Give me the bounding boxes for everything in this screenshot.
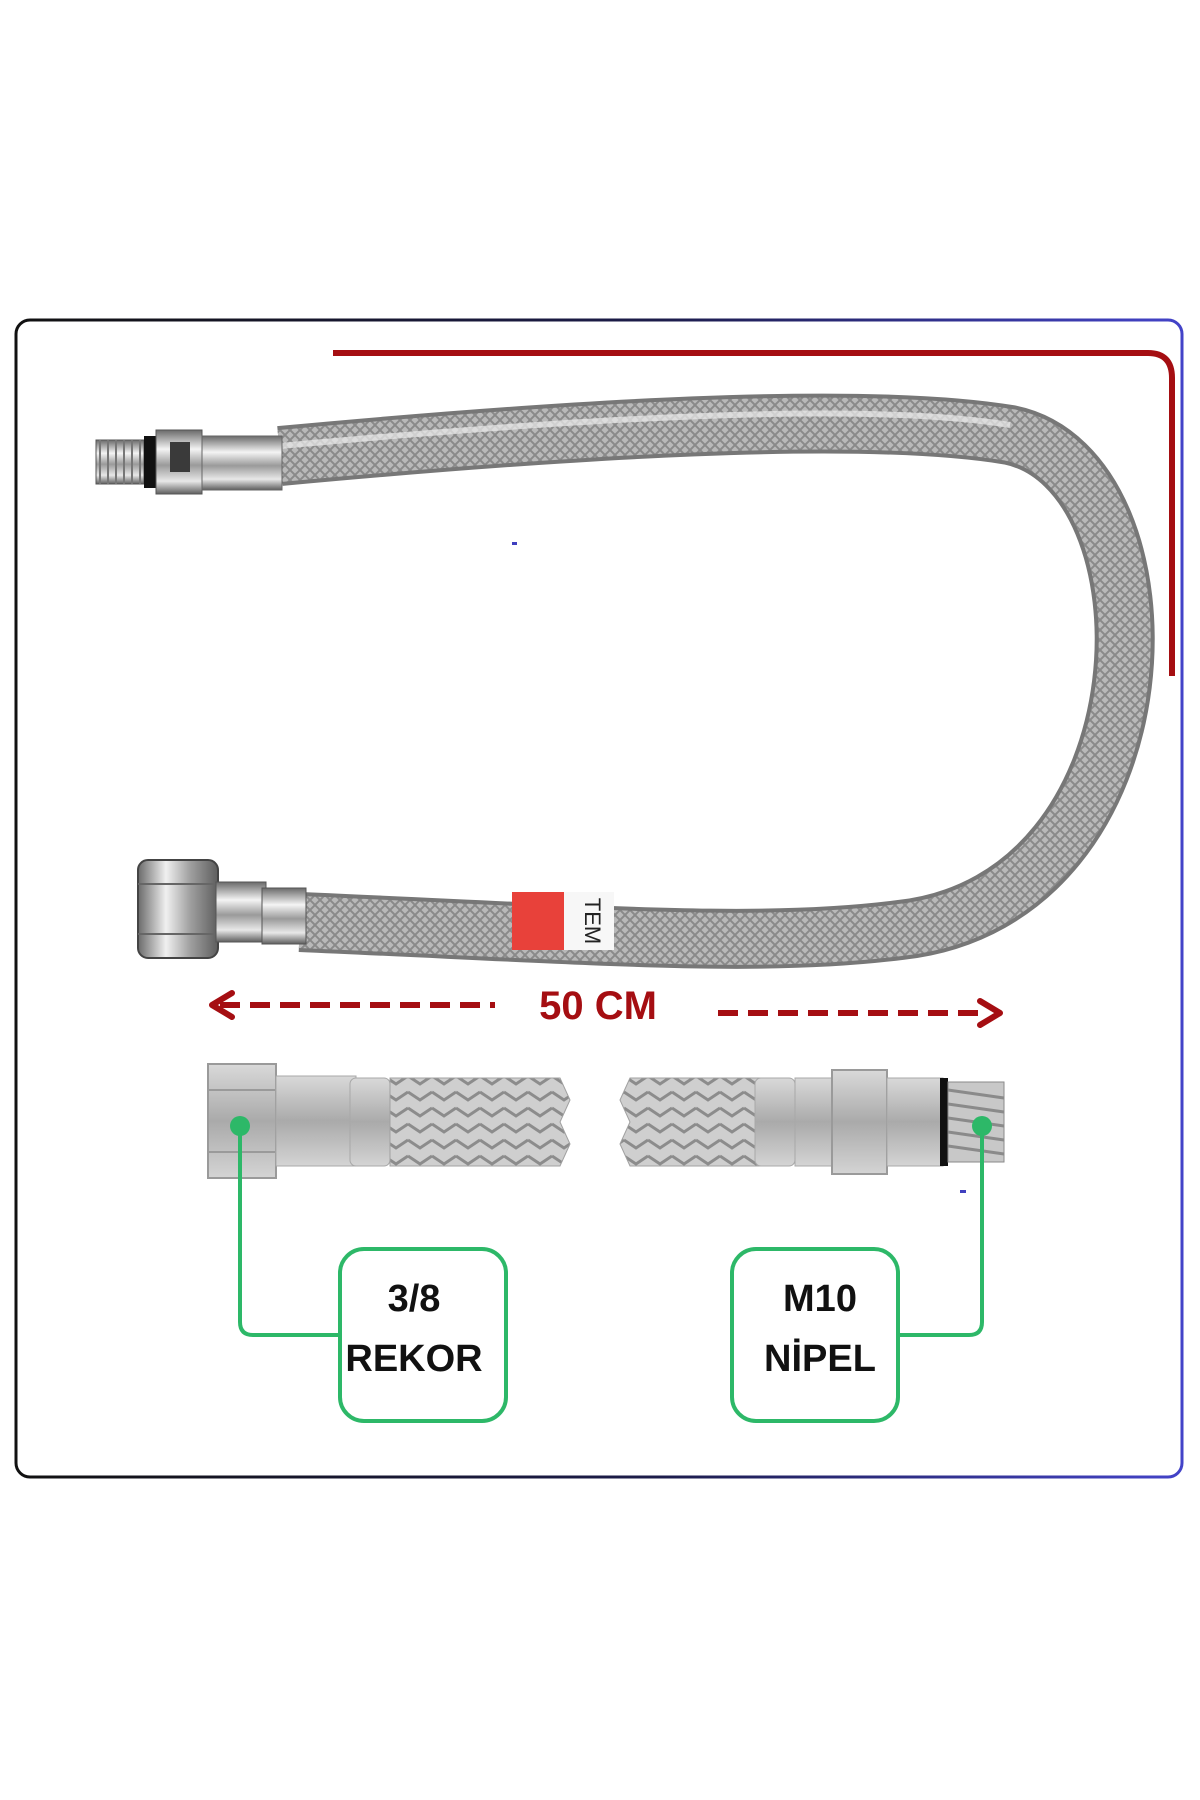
callout-left-line1: 3/8 <box>388 1278 441 1320</box>
callout-right: M10 NİPEL <box>730 1116 992 1423</box>
length-dimension: 50 CM <box>209 984 1003 1028</box>
callout-left-box <box>338 1247 508 1423</box>
callout-right-line1: M10 <box>783 1278 857 1320</box>
arrow-left-icon <box>209 990 235 1020</box>
photo-nipple-fitting <box>95 429 283 495</box>
hose-red-band <box>512 892 564 950</box>
blue-dot <box>512 542 517 545</box>
length-label: 50 CM <box>539 984 657 1028</box>
diagram-hex-right <box>831 1069 888 1175</box>
frame-border <box>14 318 1184 1479</box>
blue-dot <box>960 1190 966 1193</box>
callout-left: 3/8 REKOR <box>230 1116 508 1423</box>
hose-print-text: TEM <box>580 898 605 944</box>
callout-right-line2: NİPEL <box>764 1338 876 1380</box>
red-corner-accent <box>333 350 1175 676</box>
arrow-right-icon <box>977 998 1003 1028</box>
hose-white-label <box>564 892 614 950</box>
callout-right-box <box>730 1247 900 1423</box>
photo-nut-fitting <box>137 859 307 959</box>
callout-left-line2: REKOR <box>345 1338 482 1380</box>
hose-diagram <box>207 1063 1005 1179</box>
hose-photo: TEM <box>95 393 1155 969</box>
